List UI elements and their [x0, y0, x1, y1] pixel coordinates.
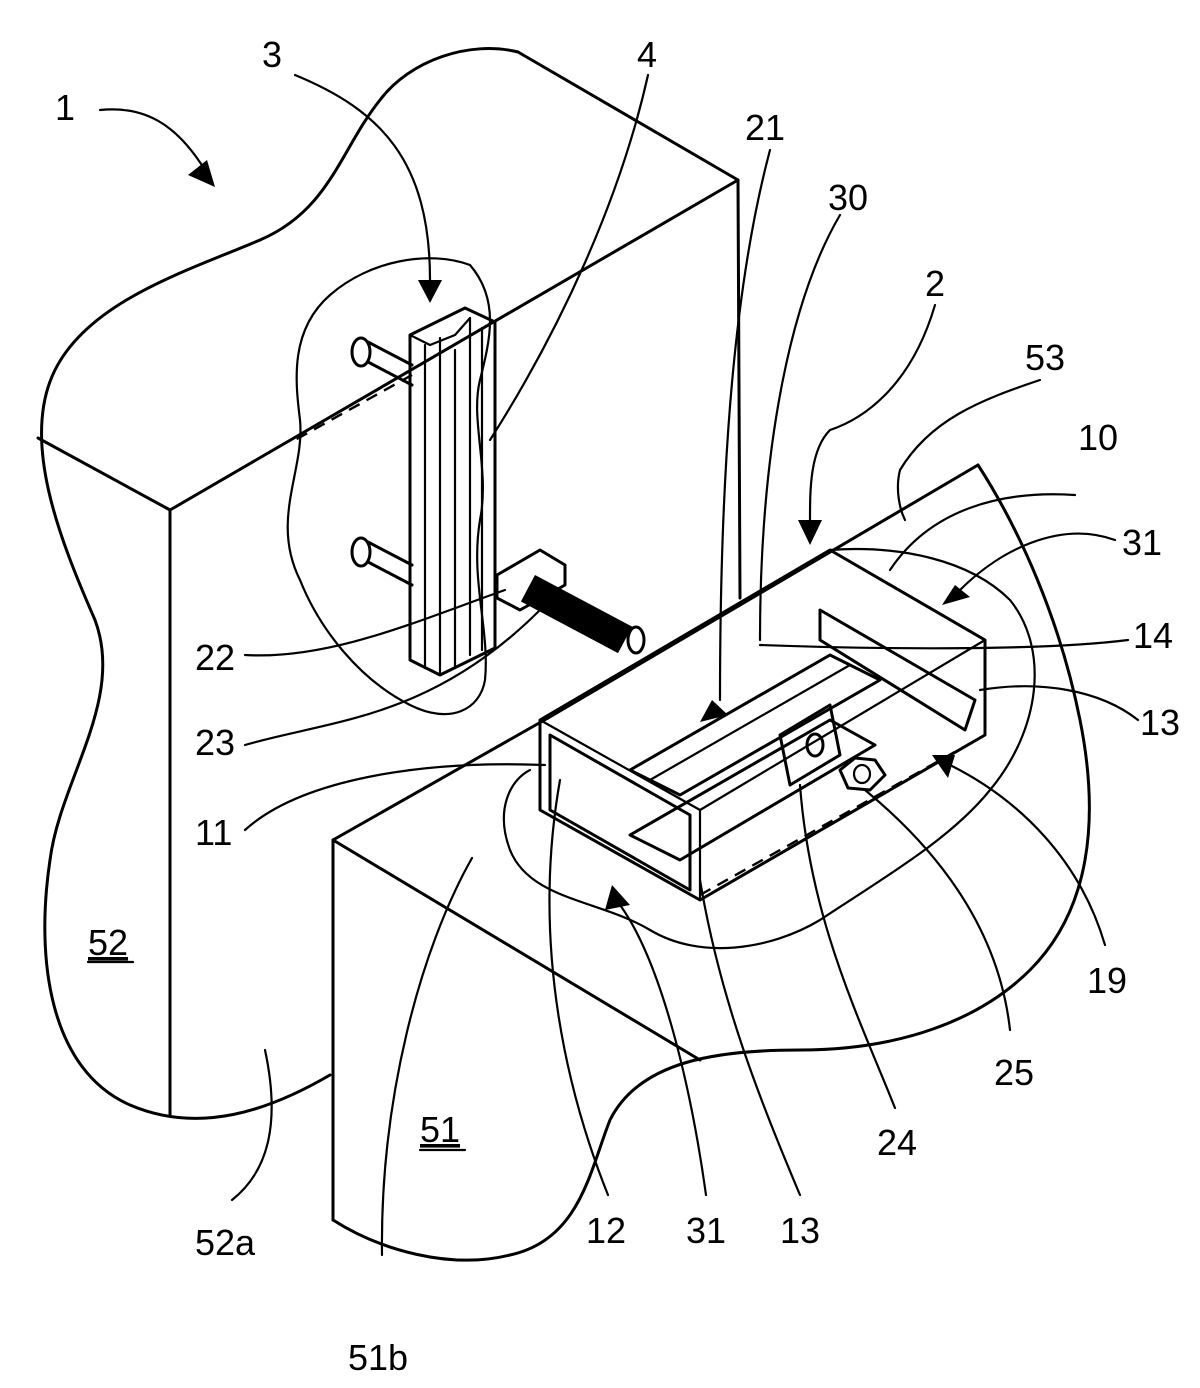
detail-outline-bracket — [502, 547, 1036, 950]
label-24: 24 — [877, 1122, 917, 1163]
label-23: 23 — [195, 722, 235, 763]
threaded-rod-23 — [520, 575, 646, 655]
anchor-bolts — [350, 336, 414, 587]
label-1: 1 — [55, 87, 75, 128]
label-19: 19 — [1087, 960, 1127, 1001]
label-51: 51 — [420, 1109, 460, 1150]
label-22: 22 — [195, 637, 235, 678]
label-31-bottom: 31 — [686, 1210, 726, 1251]
rail-3 — [408, 306, 497, 677]
detail-outline-inner — [888, 493, 1077, 572]
label-13-bottom: 13 — [780, 1210, 820, 1251]
hidden-line-rail — [294, 373, 413, 442]
label-52a: 52a — [195, 1222, 256, 1263]
label-21: 21 — [745, 107, 785, 148]
label-52: 52 — [88, 922, 128, 963]
label-4: 4 — [637, 34, 657, 75]
label-13-right: 13 — [1140, 702, 1180, 743]
t-nut-22 — [495, 548, 567, 612]
hidden-line-bracket — [699, 733, 986, 897]
leader-lines — [98, 73, 1140, 1257]
column-52 — [36, 47, 742, 1120]
label-25: 25 — [994, 1052, 1034, 1093]
reference-labels: 1 3 4 21 30 2 53 10 31 14 13 22 23 11 19… — [55, 34, 1180, 1378]
label-31-top: 31 — [1122, 522, 1162, 563]
label-30: 30 — [828, 177, 868, 218]
bracket-2 — [538, 548, 987, 902]
detail-outline-rail — [286, 257, 492, 716]
label-2: 2 — [925, 263, 945, 304]
label-11: 11 — [195, 812, 232, 853]
label-10: 10 — [1078, 417, 1118, 458]
label-14: 14 — [1133, 615, 1173, 656]
label-51b: 51b — [348, 1337, 408, 1378]
label-3: 3 — [262, 34, 282, 75]
beam-51 — [331, 463, 1091, 1262]
label-53: 53 — [1025, 337, 1065, 378]
label-12: 12 — [586, 1210, 626, 1251]
